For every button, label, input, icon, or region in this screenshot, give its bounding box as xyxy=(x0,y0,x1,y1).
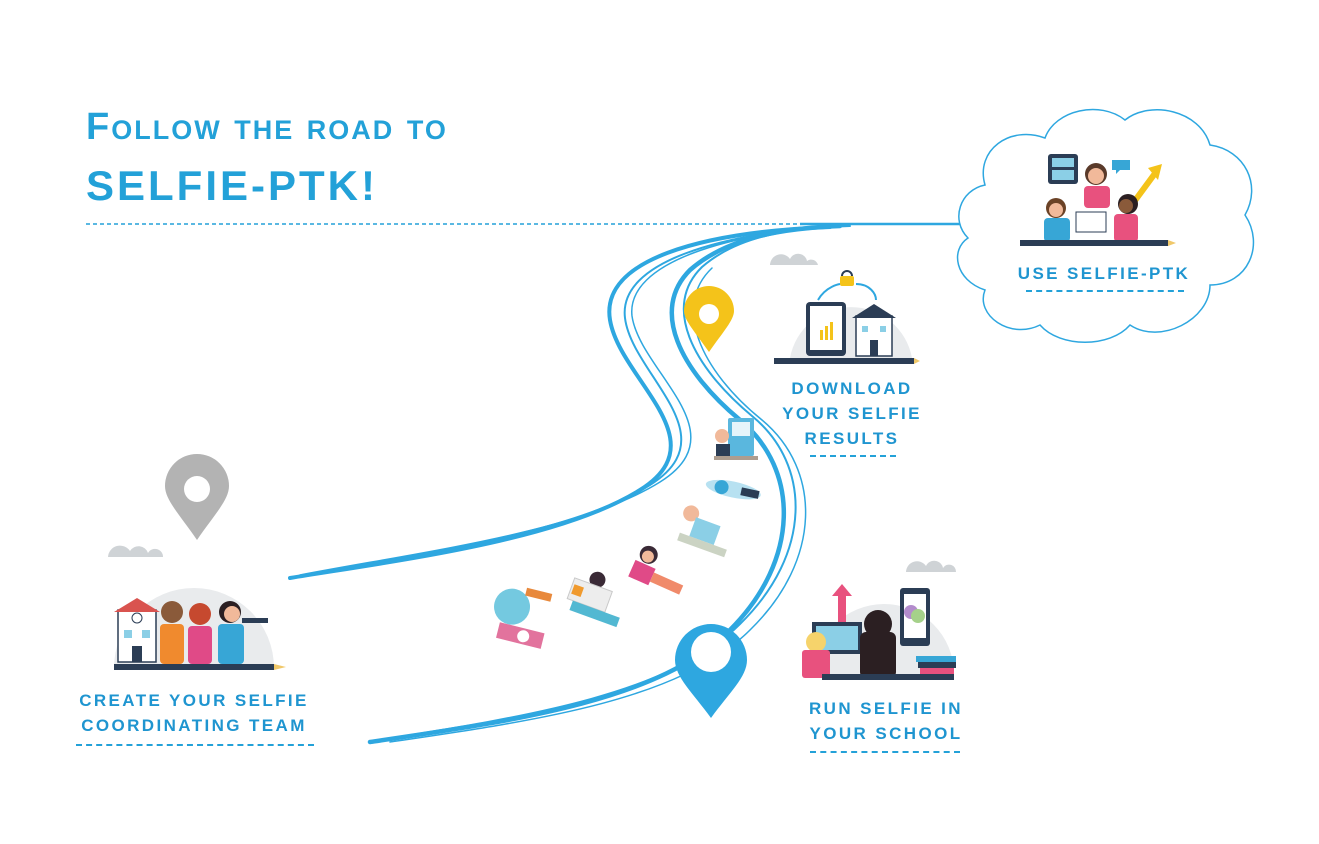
run-selfie-illustration xyxy=(802,584,956,680)
stage-label-line: RESULTS xyxy=(804,429,900,448)
title-line-2: SELFIE-PTK! xyxy=(86,162,378,209)
page-title: Follow the road to SELFIE-PTK! xyxy=(86,108,448,207)
vignette-2 xyxy=(705,479,761,500)
cloud-icon-left xyxy=(108,545,164,557)
road-strokes xyxy=(288,223,851,745)
create-team-illustration xyxy=(114,588,286,670)
road-vignettes xyxy=(494,418,761,649)
stage-label-line: RUN SELFIE IN xyxy=(809,699,963,718)
small-cloud-icons xyxy=(108,253,957,572)
location-pin-yellow-icon xyxy=(684,286,734,352)
vignette-1 xyxy=(714,418,758,460)
cloud-icon-right xyxy=(906,560,957,572)
stage-label-line: YOUR SCHOOL xyxy=(809,724,963,743)
title-line-1: Follow the road to xyxy=(86,106,448,148)
stage-underline-download-results xyxy=(810,455,896,457)
download-results-illustration xyxy=(774,270,920,364)
stage-label-line: CREATE YOUR SELFIE xyxy=(79,691,309,710)
stage-label-create-team: CREATE YOUR SELFIE COORDINATING TEAM xyxy=(74,688,314,738)
location-pin-grey-icon xyxy=(165,454,229,540)
vignette-5 xyxy=(566,571,620,628)
cloud-icon-mid xyxy=(770,253,818,265)
vignette-6 xyxy=(494,587,553,649)
stage-underline-use-selfie-ptk xyxy=(1026,290,1184,292)
vignette-4 xyxy=(628,545,684,595)
stage-label-download-results: DOWNLOAD YOUR SELFIE RESULTS xyxy=(772,376,932,451)
vignette-3 xyxy=(677,505,727,558)
stage-underline-run-selfie xyxy=(810,751,960,753)
stage-label-line: COORDINATING TEAM xyxy=(81,716,307,735)
stage-label-use-selfie-ptk: USE SELFIE-PTK xyxy=(1006,261,1202,286)
stage-label-line: USE SELFIE-PTK xyxy=(1017,264,1191,283)
use-selfie-ptk-illustration xyxy=(1020,154,1176,246)
stage-label-run-selfie: RUN SELFIE IN YOUR SCHOOL xyxy=(798,696,974,746)
stage-label-line: DOWNLOAD xyxy=(791,379,913,398)
stage-underline-create-team xyxy=(76,744,314,746)
location-pin-blue-icon xyxy=(675,624,747,718)
stage-label-line: YOUR SELFIE xyxy=(782,404,922,423)
